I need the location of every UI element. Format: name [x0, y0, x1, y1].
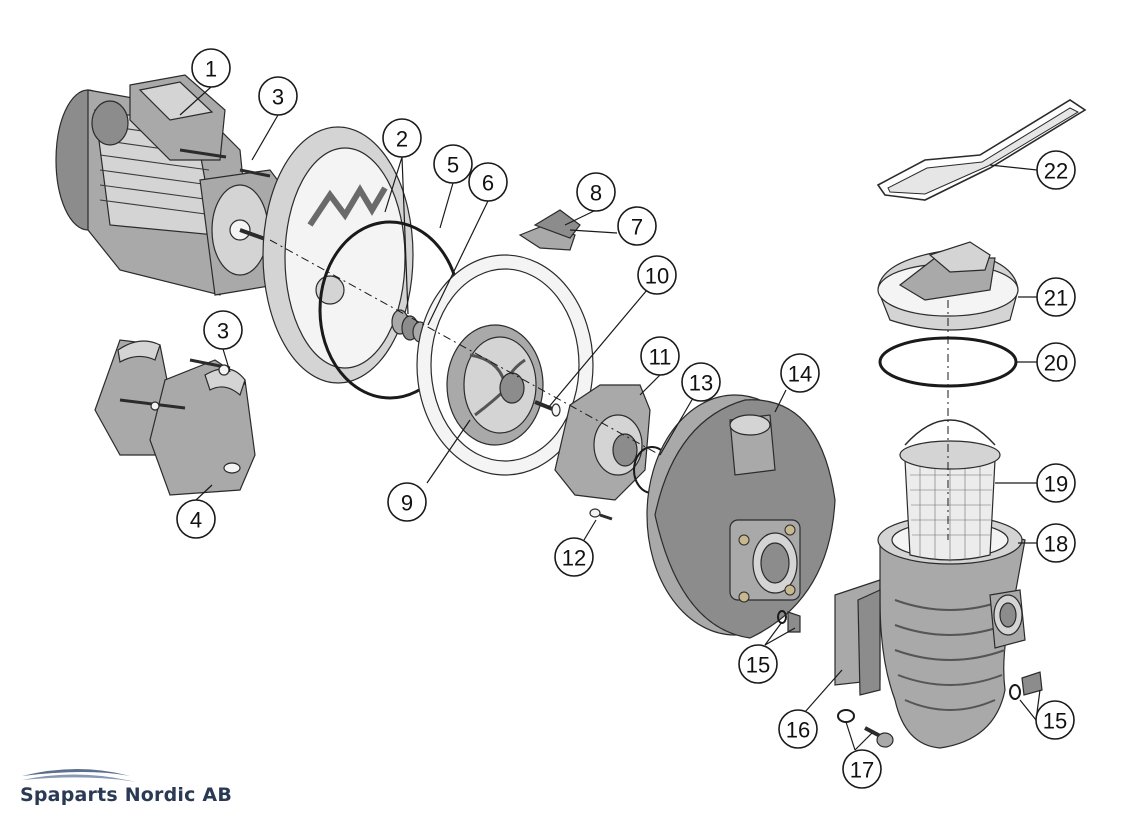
- callout-4: 4: [176, 499, 216, 539]
- brand-name: Spaparts Nordic AB: [20, 784, 233, 806]
- motor: [55, 74, 286, 296]
- callout-1: 1: [191, 48, 231, 88]
- svg-text:20: 20: [1044, 351, 1068, 376]
- diffuser-screw: [589, 508, 613, 521]
- svg-text:22: 22: [1044, 159, 1068, 184]
- svg-text:11: 11: [649, 345, 672, 370]
- callout-19: 19: [1036, 463, 1076, 503]
- svg-text:3: 3: [272, 85, 284, 110]
- callout-16: 16: [778, 709, 818, 749]
- callout-20: 20: [1036, 342, 1076, 382]
- svg-text:1: 1: [205, 57, 217, 82]
- svg-text:3: 3: [217, 319, 229, 344]
- svg-text:15: 15: [746, 653, 770, 678]
- callout-9: 9: [387, 482, 427, 522]
- leader-lines: [179, 86, 1041, 751]
- svg-text:19: 19: [1044, 472, 1068, 497]
- pump-housing: [646, 394, 836, 639]
- svg-text:15: 15: [1043, 709, 1067, 734]
- svg-text:21: 21: [1044, 286, 1068, 311]
- svg-text:8: 8: [590, 181, 602, 206]
- callout-2: 2: [382, 118, 422, 158]
- svg-text:10: 10: [645, 264, 669, 289]
- callout-5: 5: [433, 144, 473, 184]
- callout-14: 14: [780, 353, 820, 393]
- callout-18: 18: [1036, 523, 1076, 563]
- svg-text:13: 13: [689, 371, 713, 396]
- callout-11: 11: [640, 336, 680, 376]
- svg-text:6: 6: [482, 171, 494, 196]
- strainer-basket: [899, 419, 1001, 562]
- impeller: [446, 324, 544, 446]
- impeller-screw: [534, 400, 561, 417]
- callout-6: 6: [468, 162, 508, 202]
- callout-13: 13: [681, 362, 721, 402]
- svg-text:2: 2: [396, 127, 408, 152]
- callout-17: 17: [842, 749, 882, 789]
- motor-foot: [94, 339, 256, 496]
- svg-text:16: 16: [786, 718, 810, 743]
- svg-text:12: 12: [562, 546, 586, 571]
- assembly-axes: [244, 239, 949, 540]
- diffuser: [554, 384, 651, 501]
- svg-text:5: 5: [447, 153, 459, 178]
- callout-12: 12: [554, 537, 594, 577]
- brand-wave-logo: [22, 769, 136, 782]
- callout-3-motor: 3: [258, 76, 298, 116]
- svg-text:18: 18: [1044, 532, 1068, 557]
- callout-15-pot: 15: [1035, 700, 1075, 740]
- svg-text:7: 7: [631, 215, 643, 240]
- svg-text:4: 4: [190, 508, 202, 533]
- callout-8: 8: [576, 172, 616, 212]
- svg-text:9: 9: [401, 491, 413, 516]
- svg-text:17: 17: [850, 758, 874, 783]
- lid: [877, 241, 1019, 331]
- callout-3-foot: 3: [203, 310, 243, 350]
- callout-10: 10: [637, 255, 677, 295]
- svg-text:14: 14: [788, 362, 812, 387]
- drain-plug-pot: [1009, 671, 1043, 700]
- lid-wrench: [876, 99, 1087, 201]
- callout-7: 7: [617, 206, 657, 246]
- seal-plate: [262, 126, 414, 384]
- callout-21: 21: [1036, 277, 1076, 317]
- callout-22: 22: [1036, 150, 1076, 190]
- drain-plug-housing: [777, 610, 801, 633]
- flange-bolt: [837, 709, 894, 748]
- callout-15-housing: 15: [738, 644, 778, 684]
